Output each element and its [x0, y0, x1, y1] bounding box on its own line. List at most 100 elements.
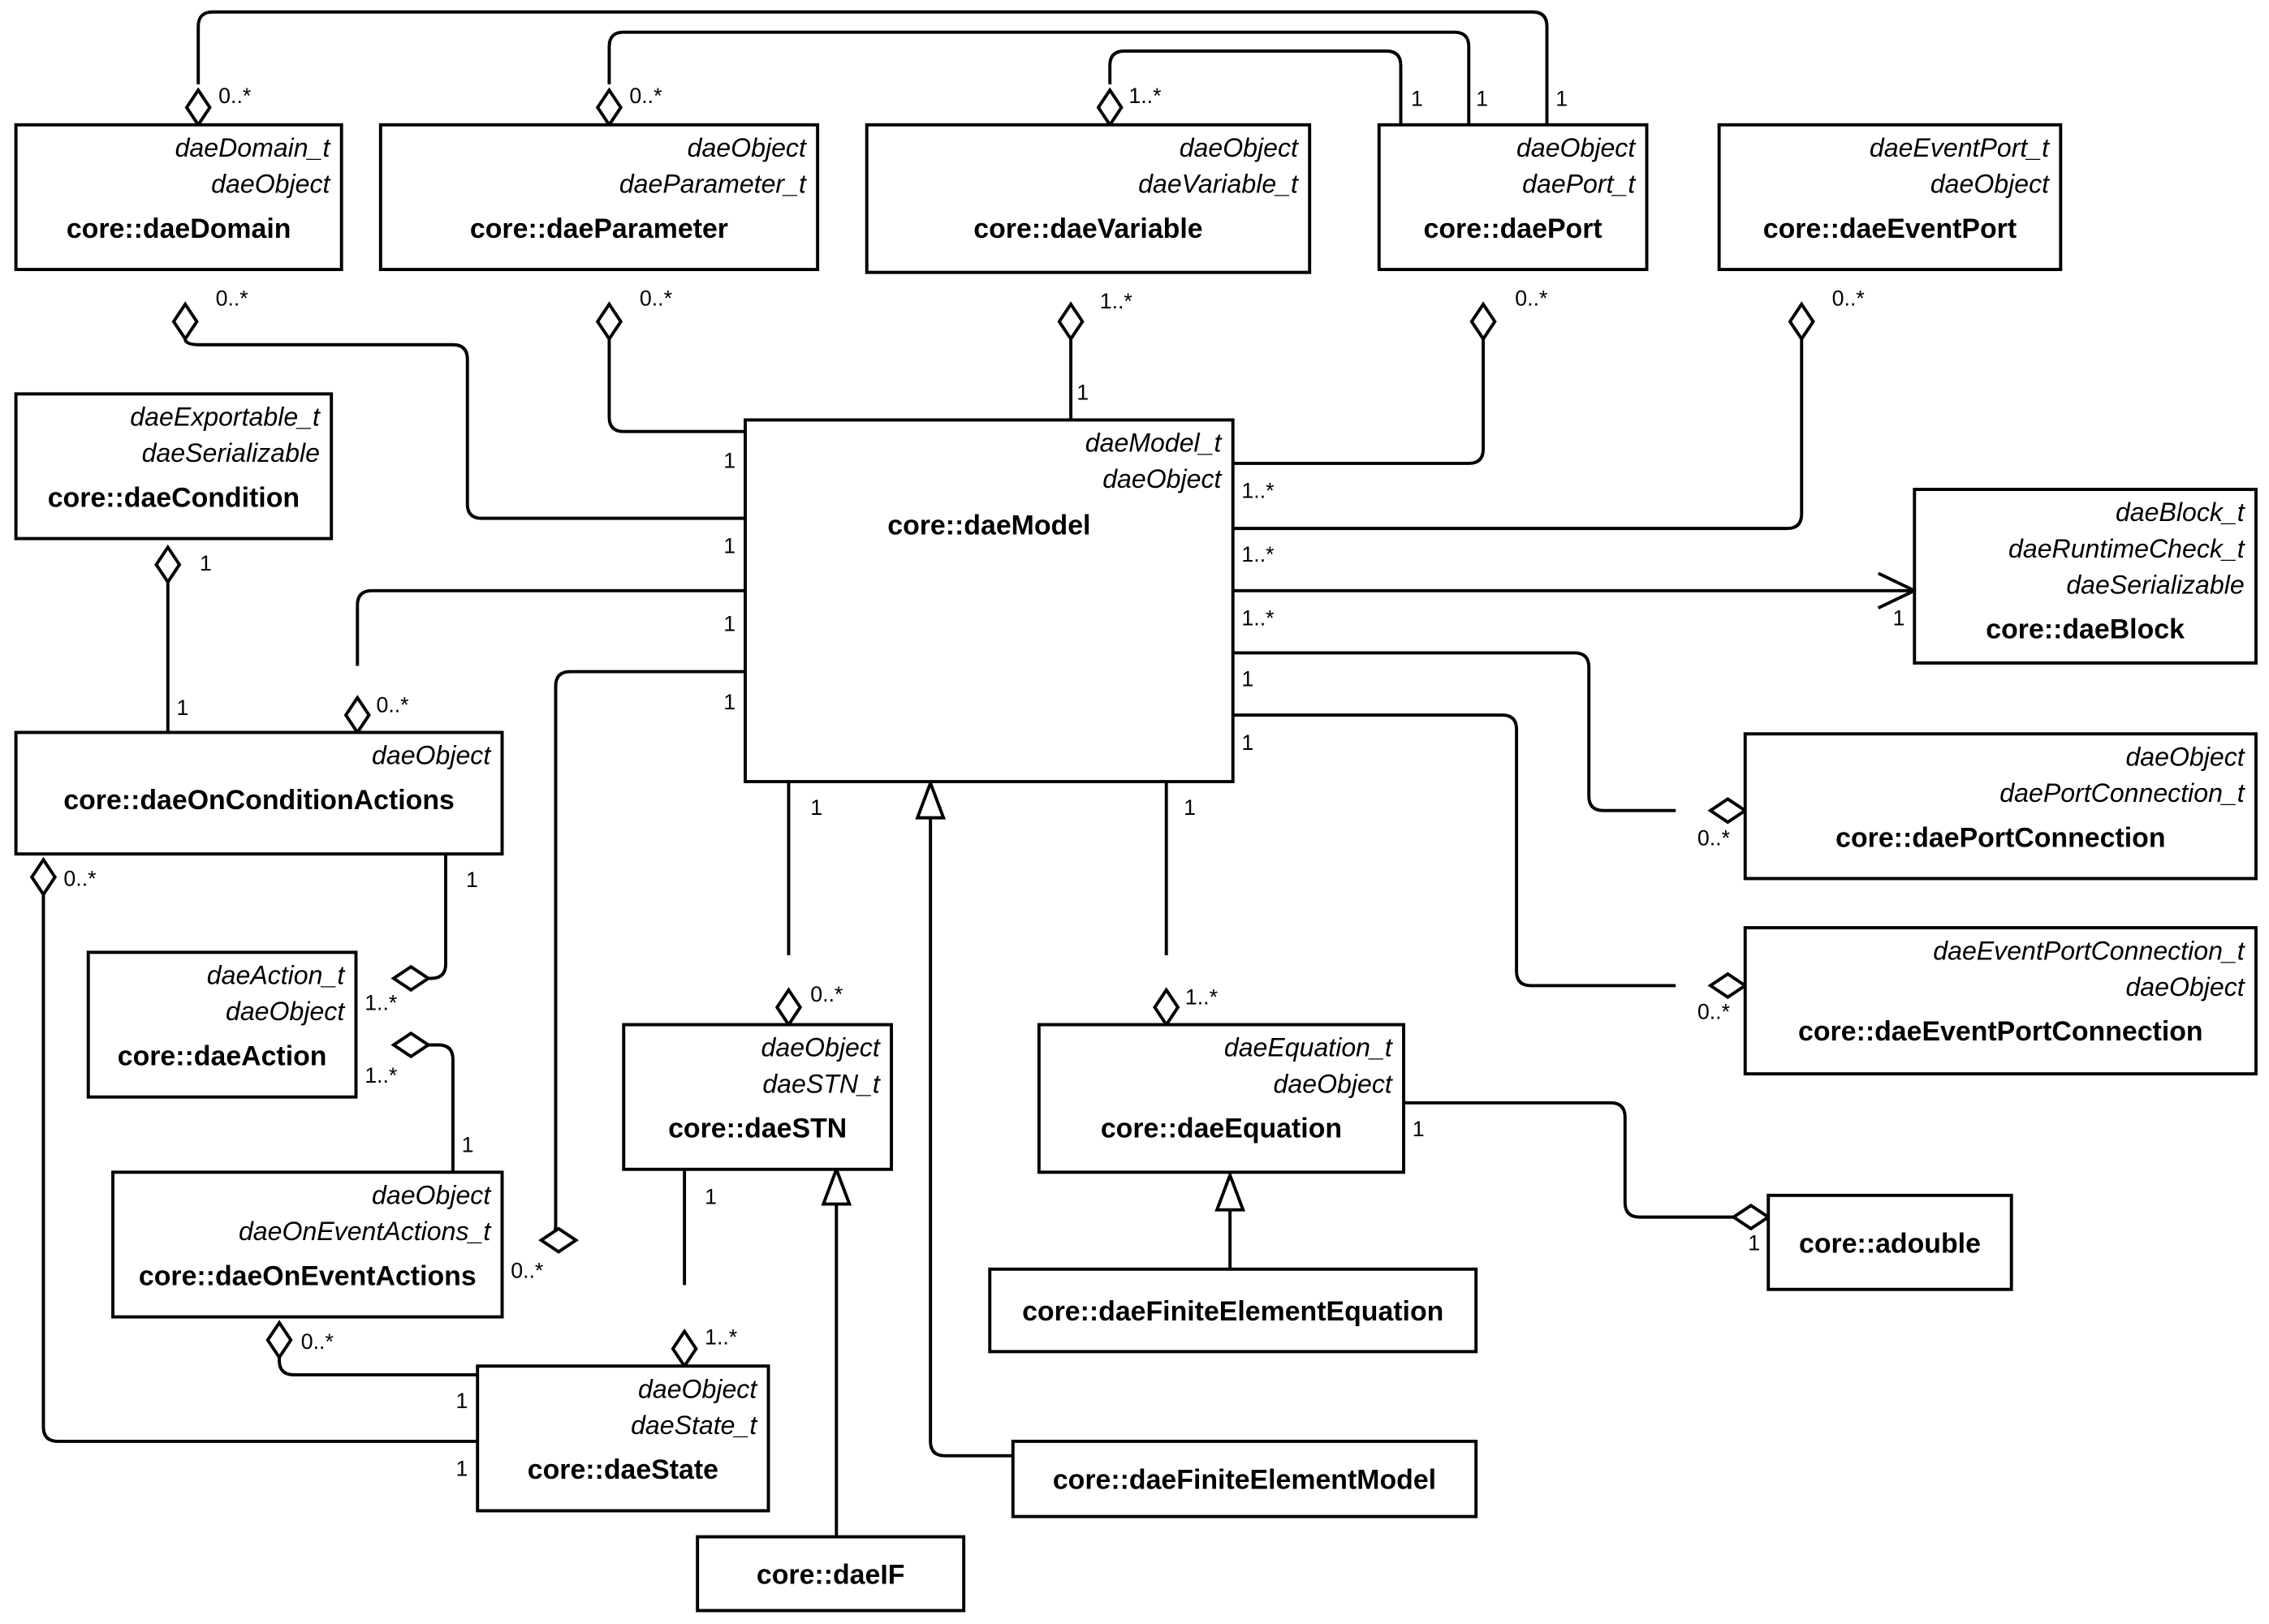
class-box-frame — [1743, 926, 2258, 1076]
class-stereotype: daeObject — [2125, 972, 2245, 1002]
class-box-frame — [1011, 1439, 1478, 1518]
class-name: core::daeOnEventActions — [139, 1260, 477, 1291]
class-box-frame — [378, 123, 820, 272]
multiplicity-label: 1 — [1413, 1117, 1425, 1141]
class-name: core::daeParameter — [470, 213, 728, 244]
link-domain-port — [196, 10, 1549, 125]
class-name: core::daeOnConditionActions — [63, 785, 455, 816]
class-stereotype: daeObject — [1274, 1069, 1394, 1098]
multiplicity-label: 1 — [455, 1389, 468, 1413]
aggregation-diamond — [1788, 302, 1815, 341]
link-oneventactions-state — [278, 1357, 478, 1376]
class-box-frame — [111, 1170, 504, 1319]
class-stereotype: daeState_t — [631, 1411, 758, 1440]
class-stereotype: daeEventPortConnection_t — [1933, 936, 2246, 965]
link-port-model — [1232, 338, 1486, 465]
multiplicity-label: 0..* — [63, 866, 96, 890]
class-stereotype: daeEquation_t — [1224, 1033, 1394, 1062]
class-box-frame — [1037, 1023, 1406, 1174]
multiplicity-label: 1 — [1893, 606, 1905, 631]
class-stereotype: daeSTN_t — [762, 1069, 882, 1098]
class-name: core::daePort — [1424, 213, 1603, 244]
multiplicity-label: 1 — [723, 690, 735, 714]
class-stereotype: daePortConnection_t — [1999, 778, 2245, 808]
multiplicity-label: 1 — [723, 533, 735, 558]
class-stereotype: daeObject — [226, 997, 346, 1026]
class-stereotype: daeSerializable — [142, 438, 320, 467]
class-name: core::daeModel — [887, 510, 1090, 541]
multiplicity-label: 1 — [723, 448, 735, 472]
class-stereotype: daeObject — [638, 1374, 758, 1403]
class-daeOnEventActions: daeObjectdaeOnEventActions_tcore::daeOnE… — [111, 1170, 504, 1319]
class-stereotype: daeObject — [688, 133, 808, 162]
multiplicity-label: 0..* — [301, 1329, 334, 1354]
class-stereotype: daeObject — [211, 170, 331, 199]
generalization-triangle — [916, 781, 946, 820]
multiplicity-label: 1 — [462, 1132, 474, 1157]
aggregation-diamond — [30, 858, 57, 897]
link-parameter-model — [607, 338, 746, 433]
class-stereotype: daeVariable_t — [1138, 170, 1300, 199]
class-box-frame — [1743, 732, 2258, 881]
class-box-frame — [476, 1364, 770, 1513]
link-domain-model — [183, 338, 746, 520]
class-stereotype: daeEventPort_t — [1870, 133, 2051, 162]
multiplicity-labels: 0..* 0..* 1..* 1 1 1 0..* 0..* 1..* 0..*… — [63, 84, 1904, 1481]
class-box-frame — [696, 1535, 966, 1613]
class-stereotype: daeObject — [372, 1181, 492, 1210]
class-stereotype: daeRuntimeCheck_t — [2008, 534, 2246, 563]
class-stereotype: daeBlock_t — [2116, 498, 2246, 527]
multiplicity-label: 1 — [176, 696, 188, 720]
class-stereotype: daePort_t — [1522, 170, 1637, 199]
multiplicity-label: 1..* — [1185, 985, 1218, 1010]
link-variable-port — [1108, 49, 1403, 125]
class-box-frame — [988, 1267, 1478, 1354]
class-name: core::daeAction — [118, 1040, 327, 1071]
class-name: core::daeBlock — [1986, 614, 2185, 645]
link-onconditionactions-state — [41, 894, 478, 1443]
multiplicity-label: 1 — [1476, 87, 1488, 111]
class-stereotype: daeExportable_t — [130, 403, 321, 432]
aggregation-diamond — [1096, 88, 1124, 127]
aggregation-diamond — [391, 1032, 430, 1058]
link-model-portconnection — [1232, 651, 1676, 812]
class-box-frame — [744, 418, 1235, 784]
class-daeIF: core::daeIF — [696, 1535, 966, 1613]
class-box-frame — [622, 1023, 893, 1171]
class-daeEventPortConnection: daeEventPortConnection_tdaeObjectcore::d… — [1743, 926, 2258, 1076]
multiplicity-label: 1 — [723, 612, 735, 636]
multiplicity-label: 1..* — [1241, 542, 1274, 566]
aggregation-diamond — [184, 88, 212, 127]
multiplicity-label: 0..* — [1515, 286, 1547, 311]
link-femodel-model — [929, 817, 1013, 1458]
aggregation-diamond — [154, 545, 181, 584]
multiplicity-label: 1..* — [1241, 606, 1274, 631]
class-box-frame — [865, 123, 1312, 274]
aggregation-diamond — [265, 1320, 293, 1359]
aggregation-diamond — [671, 1329, 698, 1368]
class-box-frame — [86, 950, 358, 1099]
link-oneventactions-action — [393, 1043, 455, 1173]
link-model-eventportconnection — [1232, 713, 1676, 988]
class-stereotype: daeAction_t — [207, 961, 347, 990]
multiplicity-label: 0..* — [640, 286, 672, 311]
link-eventport-model — [1232, 338, 1804, 531]
aggregation-diamond — [1708, 797, 1747, 824]
class-name: core::daeDomain — [67, 213, 291, 244]
class-name: core::daeFiniteElementEquation — [1022, 1296, 1443, 1327]
multiplicity-label: 1..* — [705, 1325, 737, 1349]
class-stereotype: daeOnEventActions_t — [239, 1217, 492, 1246]
multiplicity-label: 0..* — [810, 982, 843, 1006]
class-stereotype: daeObject — [1102, 464, 1223, 493]
aggregation-diamond — [171, 302, 199, 341]
class-stereotype: daeDomain_t — [175, 133, 332, 162]
multiplicity-label: 1 — [455, 1457, 468, 1481]
multiplicity-label: 1..* — [365, 1063, 397, 1088]
